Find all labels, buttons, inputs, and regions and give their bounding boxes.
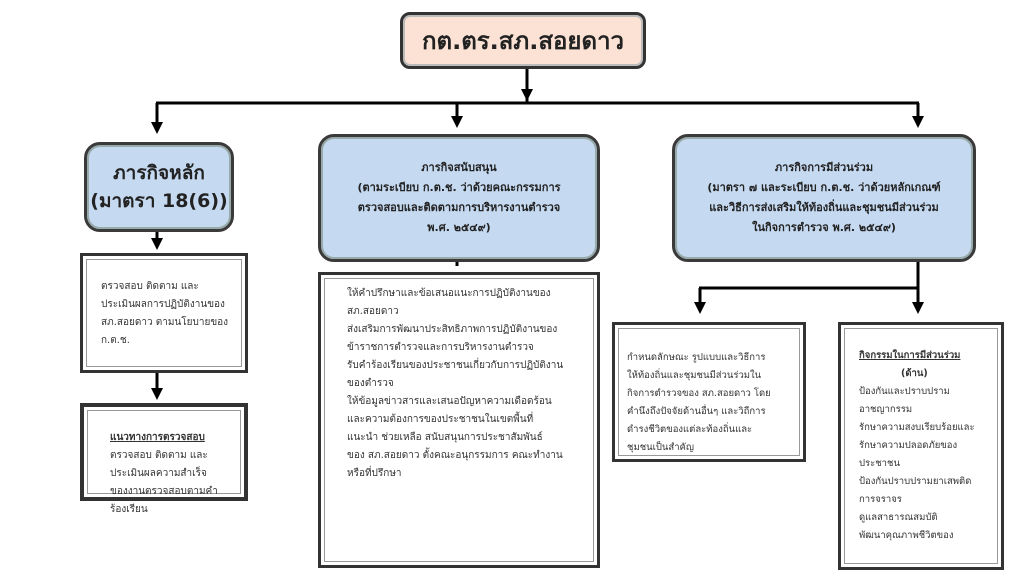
text-line: ป้องกันและปราบปราม [859, 386, 950, 397]
text-line: รับคำร้องเรียนของประชาชนเกี่ยวกับการปฏิบ… [347, 360, 564, 371]
text-line: ให้คำปรึกษาและข้อเสนอแนะการปฏิบัติงานของ [347, 288, 551, 299]
text-line: ดูแลสาธารณสมบัติ [859, 512, 938, 523]
text-line: สภ.สอยดาว [347, 306, 399, 317]
participation-title-line: ในกิจการตำรวจ พ.ศ. ๒๕๔๙) [752, 221, 896, 234]
text-line: ของงานตรวจสอบตามคำ [110, 486, 218, 497]
activities-title: กิจกรรมในการมีส่วนร่วม [859, 350, 961, 361]
text-line: ตรวจสอบ ติดตาม และ [101, 281, 199, 292]
text-line: กำหนดลักษณะ รูปแบบและวิธีการ [627, 352, 766, 363]
text-line: ก.ต.ช. [101, 335, 130, 346]
text-line: และความต้องการของประชาชนในเขตพื้นที่ [347, 414, 534, 425]
support-detail-box: ให้คำปรึกษาและข้อเสนอแนะการปฏิบัติงานของ… [318, 272, 600, 568]
participation-detail-box: กำหนดลักษณะ รูปแบบและวิธีการ ให้ท้องถิ่น… [612, 322, 806, 462]
text-line: รักษาความปลอดภัยของ [859, 440, 958, 451]
guideline-box: แนวทางการตรวจสอบ ตรวจสอบ ติดตาม และ ประเ… [80, 403, 248, 515]
text-line: ของ สภ.สอยดาว ตั้งคณะอนุกรรมการ คณะทำงาน [347, 450, 563, 461]
text-line: หรือที่ปรึกษา [347, 468, 402, 479]
text-line: ข้าราชการตำรวจและการบริหารงานตำรวจ [347, 342, 534, 353]
root-box: กต.ตร.สภ.สอยดาว [400, 12, 646, 69]
text-line: อาชญากรรม [859, 404, 913, 415]
root-title: กต.ตร.สภ.สอยดาว [421, 27, 625, 55]
participation-title-line: และวิธีการส่งเสริมให้ท้องถิ่นและชุมชนมีส… [709, 201, 939, 214]
text-line: แนะนำ ช่วยเหลือ สนับสนุนการประชาสัมพันธ์ [347, 432, 543, 443]
participation-mission-box: ภารกิจการมีส่วนร่วม (มาตรา ๗ และระเบียบ … [672, 134, 976, 262]
text-line: การจราจร [859, 494, 902, 505]
support-title-line: ภารกิจสนับสนุน [421, 161, 497, 174]
text-line: คำนึงถึงปัจจัยด้านอื่นๆ และวิถีการ [627, 406, 766, 417]
activities-subtitle: (ด้าน) [901, 368, 928, 379]
text-line: ดำรงชีวิตของแต่ละท้องถิ่นและ [627, 424, 753, 435]
text-line: ให้ข้อมูลข่าวสารและเสนอปัญหาความเดือดร้อ… [347, 396, 552, 407]
participation-activities-box: กิจกรรมในการมีส่วนร่วม (ด้าน) ป้องกันและ… [838, 322, 1004, 570]
text-line: ของตำรวจ [347, 378, 394, 389]
text-line: พัฒนาคุณภาพชีวิตของ [859, 530, 954, 541]
text-line: ประเมินผลการปฏิบัติงานของ [101, 299, 225, 310]
text-line: ประเมินผลความสำเร็จ [110, 468, 207, 479]
support-mission-box: ภารกิจสนับสนุน (ตามระเบียบ ก.ต.ช. ว่าด้ว… [318, 134, 600, 262]
text-line: ชุมชนเป็นสำคัญ [627, 442, 695, 453]
support-title-line: (ตามระเบียบ ก.ต.ช. ว่าด้วยคณะกรรมการ [357, 181, 561, 194]
main-mission-title: ภารกิจหลัก [113, 162, 205, 184]
text-line: ตรวจสอบ ติดตาม และ [110, 450, 208, 461]
text-line: ร้องเรียน [110, 504, 148, 515]
main-detail-box: ตรวจสอบ ติดตาม และ ประเมินผลการปฏิบัติงา… [80, 253, 248, 373]
main-mission-subtitle: (มาตรา 18(6)) [90, 190, 228, 212]
text-line: สภ.สอยดาว ตามนโยบายของ [101, 317, 229, 328]
text-line: ป้องกันปราบปรามยาเสพติด [859, 476, 972, 487]
guideline-title: แนวทางการตรวจสอบ [110, 432, 205, 443]
text-line: ส่งเสริมการพัฒนาประสิทธิภาพการปฏิบัติงาน… [347, 324, 558, 335]
participation-title-line: ภารกิจการมีส่วนร่วม [774, 161, 874, 174]
participation-title-line: (มาตรา ๗ และระเบียบ ก.ต.ช. ว่าด้วยหลักเก… [707, 181, 941, 194]
text-line: ประชาชน [859, 458, 900, 469]
text-line: กิจการตำรวจของ สภ.สอยดาว โดย [627, 388, 771, 399]
text-line: ให้ท้องถิ่นและชุมชนมีส่วนร่วมใน [627, 370, 762, 381]
support-title-line: พ.ศ. ๒๕๔๙) [427, 221, 491, 234]
main-mission-box: ภารกิจหลัก (มาตรา 18(6)) [84, 142, 234, 232]
text-line: รักษาความสงบเรียบร้อยและ [859, 422, 975, 433]
support-title-line: ตรวจสอบและติดตามการบริหารงานตำรวจ [357, 201, 561, 214]
